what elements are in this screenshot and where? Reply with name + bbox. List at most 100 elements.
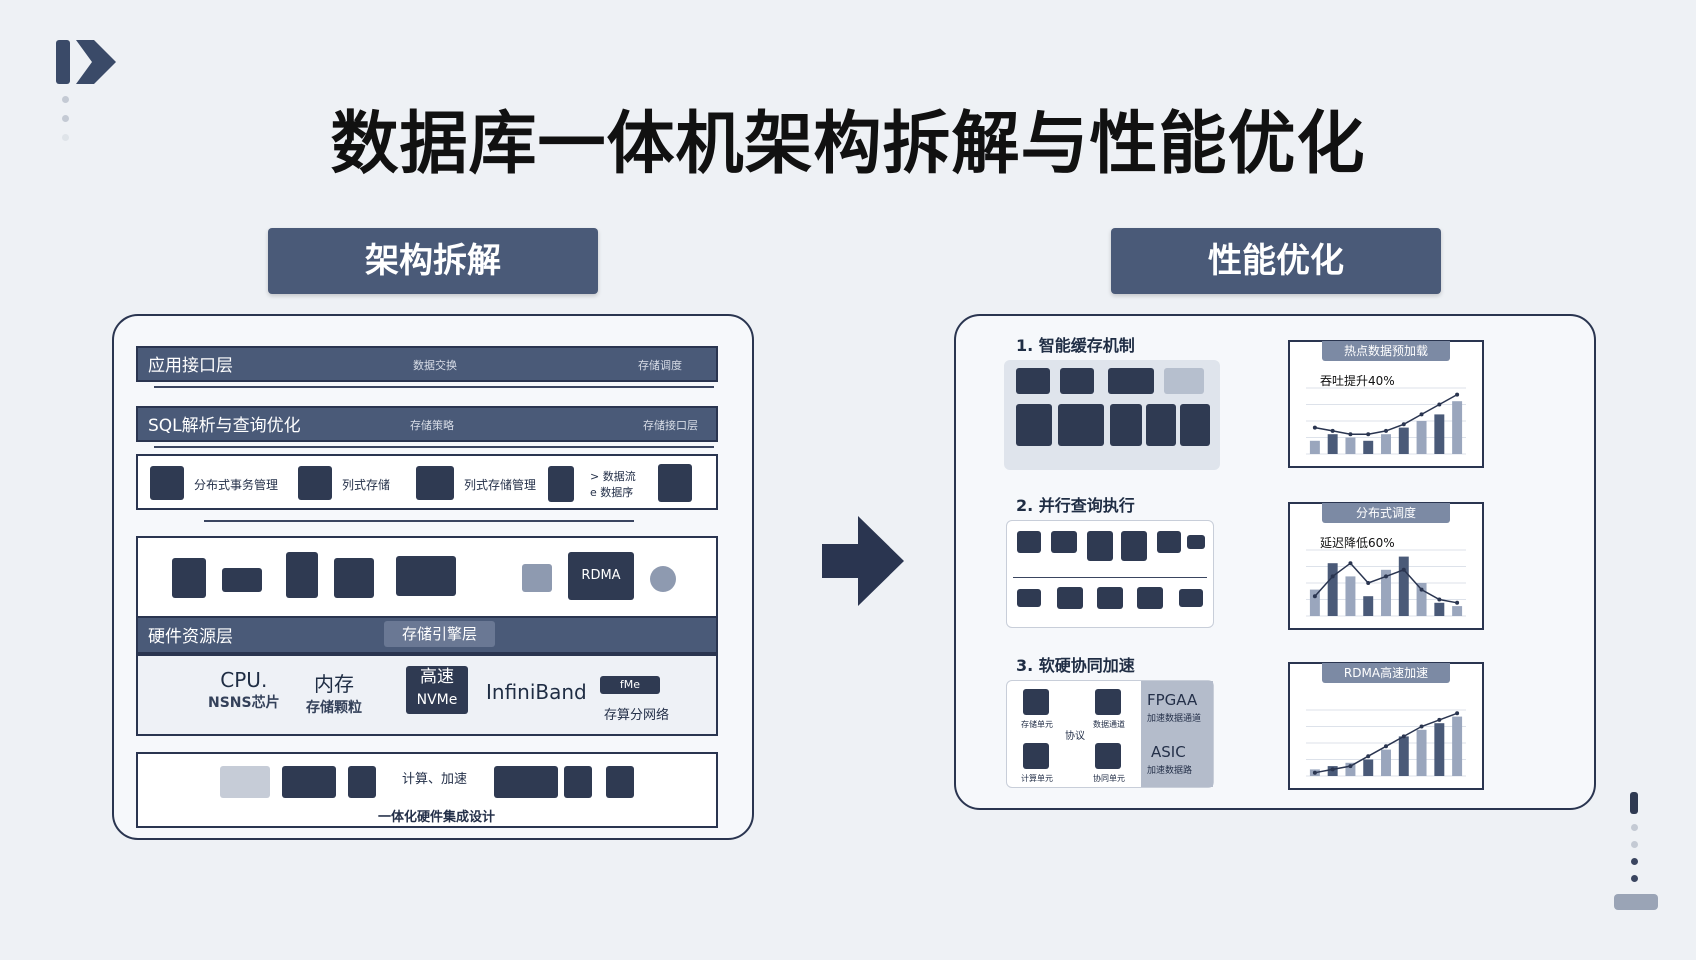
server-blade-icon	[564, 766, 592, 798]
chart-title: 热点数据预加载	[1322, 341, 1450, 361]
chart-point	[1384, 574, 1388, 579]
memory-label: 内存	[314, 672, 354, 696]
module-label: 分布式事务管理	[194, 478, 279, 492]
node-icon	[1179, 589, 1203, 607]
cache-block-icon	[1060, 368, 1094, 394]
chart-bar	[1363, 440, 1374, 454]
chart-bar	[1381, 749, 1391, 776]
disk-icon	[548, 466, 574, 502]
chart-point	[1312, 425, 1317, 430]
integrated-label: 一体化硬件集成设计	[378, 810, 496, 825]
chart-point	[1384, 744, 1388, 749]
section-header-performance: 性能优化	[1111, 228, 1441, 294]
chart-bar	[1345, 762, 1356, 776]
node-icon	[1051, 531, 1077, 553]
chip-label: 存储单元	[1021, 720, 1053, 729]
chart-point	[1348, 764, 1353, 769]
chart-point	[1348, 561, 1353, 566]
cache-block-icon	[1016, 368, 1050, 394]
hardware-icons-row: RDMA	[136, 536, 718, 616]
node-icon	[1017, 589, 1041, 607]
chart-bar	[1345, 437, 1356, 454]
accelerator-icon	[494, 766, 558, 798]
module-label: e 数据序	[590, 486, 634, 499]
connector-line	[204, 520, 634, 522]
columnar-storage-icon	[298, 466, 332, 500]
opt-item-coaccel: 3. 软硬协同加速	[1016, 656, 1135, 675]
chart-bar	[1398, 556, 1409, 616]
chart-title: 分布式调度	[1322, 503, 1450, 523]
server-icon	[416, 466, 454, 500]
chart-bar	[1452, 401, 1463, 454]
chart-bar	[1416, 729, 1427, 776]
chip-icon	[1023, 689, 1049, 715]
node-icon	[1017, 531, 1041, 553]
node-icon	[1087, 531, 1113, 561]
slide-dots-right	[1630, 792, 1638, 892]
opt-item-cache: 1. 智能缓存机制	[1016, 336, 1135, 355]
chart-point	[1366, 754, 1371, 759]
chart-bar	[1452, 606, 1463, 616]
server-blade-icon	[348, 766, 376, 798]
opt-item-parallel: 2. 并行查询执行	[1016, 496, 1135, 515]
chart-parallel-plot	[1306, 549, 1466, 617]
chart-bar	[1452, 716, 1463, 776]
cache-block-icon	[1146, 404, 1176, 446]
chart-bar	[1416, 421, 1427, 454]
app-sub-label: 数据交换	[413, 359, 457, 372]
chip-icon	[1095, 743, 1121, 769]
sql-parse-layer: SQL解析与查询优化 存储策略 存储接口层	[136, 406, 718, 442]
nvme-sub-label: NVMe	[416, 692, 458, 708]
cache-block-icon	[1108, 368, 1154, 394]
protocol-label: 协议	[1065, 731, 1085, 742]
chart-bar	[1309, 589, 1320, 616]
asic-sub-label: 加速数据路	[1147, 766, 1193, 776]
chart-point	[1330, 574, 1335, 579]
chart-annotation: 吞吐提升40%	[1320, 374, 1395, 388]
chart-bar	[1381, 434, 1391, 454]
chart-point	[1330, 767, 1335, 772]
sql-layer-label: SQL解析与查询优化	[148, 416, 301, 436]
monitor-icon	[396, 556, 456, 596]
middleware-row: 分布式事务管理 列式存储 列式存储管理 > 数据流 e 数据序	[136, 454, 718, 510]
module-label: > 数据流	[590, 470, 636, 483]
chip-label: 数据通道	[1093, 720, 1125, 729]
slide-dots-left	[62, 96, 69, 153]
chart-point	[1419, 412, 1424, 417]
chart-point	[1366, 432, 1371, 437]
fpga-asic-block: FPGAA 加速数据通道 ASIC 加速数据路	[1141, 681, 1213, 787]
chart-point	[1455, 392, 1460, 397]
chart-bar	[1434, 414, 1445, 454]
hardware-resource-layer: 硬件资源层 存储引擎层	[136, 616, 718, 654]
chart-bar	[1309, 440, 1320, 454]
chart-bar	[1416, 583, 1427, 616]
memory-component: 内存存储颗粒	[306, 668, 362, 717]
performance-panel: 1. 智能缓存机制 2. 并行查询执行 3. 软硬协同加速 存储单元 数据通道 …	[954, 314, 1596, 810]
nvme-label: 高速	[420, 667, 454, 687]
app-sub-label: 存储调度	[638, 359, 682, 372]
chart-point	[1312, 594, 1317, 599]
network-label: 存算分网络	[604, 708, 670, 723]
chart-bar	[1398, 427, 1409, 454]
coaccel-diagram: 存储单元 数据通道 协议 计算单元 协同单元 FPGAA 加速数据通道 ASIC…	[1006, 680, 1214, 788]
chart-point	[1419, 724, 1424, 729]
chart-point	[1330, 428, 1335, 433]
chart-point	[1401, 422, 1406, 427]
chart-point	[1437, 597, 1442, 602]
chart-bar	[1327, 434, 1338, 454]
gpu-rack-icon	[286, 552, 318, 598]
fan-icon	[650, 566, 676, 592]
chart-point	[1401, 567, 1406, 572]
cache-block-icon	[1058, 404, 1104, 446]
page-title: 数据库一体机架构拆解与性能优化	[330, 105, 1366, 184]
chart-bar	[1363, 759, 1374, 776]
chart-point	[1401, 734, 1406, 739]
chart-bar	[1434, 602, 1445, 616]
fpga-sub-label: 加速数据通道	[1147, 714, 1202, 724]
chart-rdma: RDMA高速加速	[1288, 662, 1484, 790]
cache-block-icon	[1164, 368, 1204, 394]
memory-sub-label: 存储颗粒	[306, 700, 362, 716]
node-icon	[1137, 587, 1163, 609]
node-icon	[1057, 587, 1083, 609]
